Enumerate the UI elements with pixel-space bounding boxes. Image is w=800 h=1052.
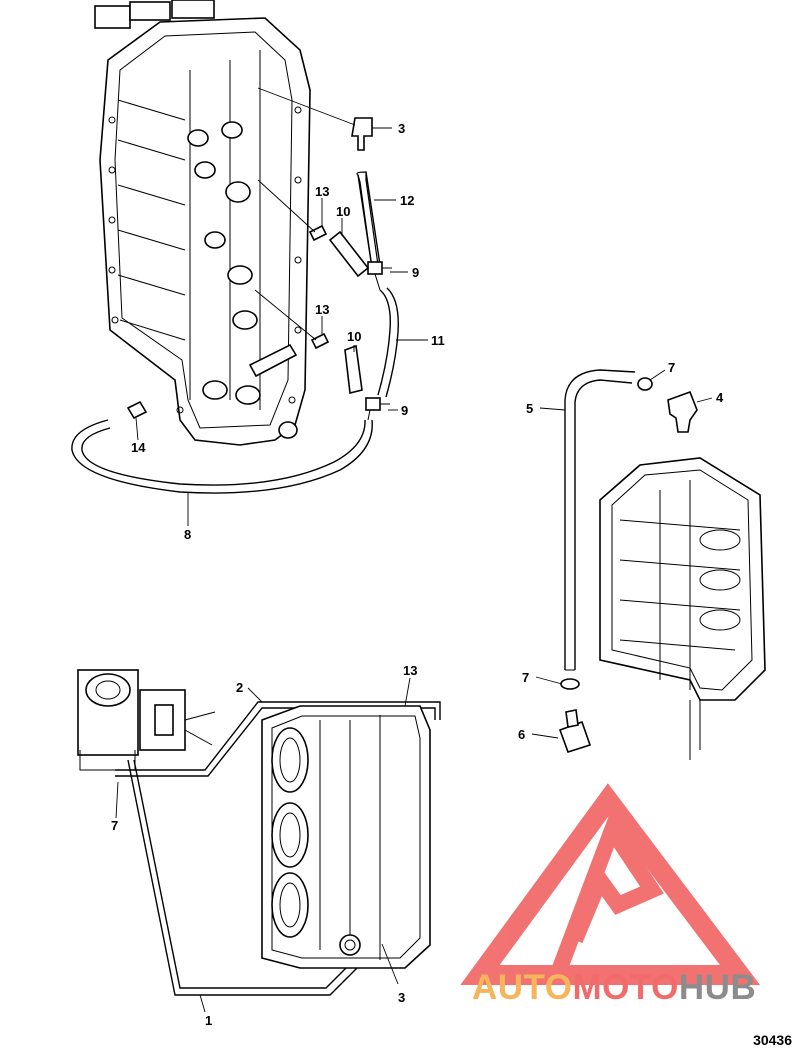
crankcase-right-icon (599, 457, 766, 760)
watermark-part-auto: AUTO (472, 968, 573, 1007)
fuel-pump-icon (77, 669, 216, 771)
line-2-icon (115, 701, 441, 777)
callout-3-bottom: 3 (398, 990, 405, 1005)
callout-13-c: 13 (403, 663, 417, 678)
callout-1: 1 (205, 1013, 212, 1028)
callout-7-left: 7 (111, 818, 118, 833)
callout-13-a: 13 (315, 184, 329, 199)
callout-10-b: 10 (347, 329, 361, 344)
watermark-part-moto: MOTO (572, 968, 679, 1007)
callout-2: 2 (236, 680, 243, 695)
callout-4: 4 (716, 390, 724, 405)
hose-clamp-icon (560, 678, 580, 690)
callout-6: 6 (518, 727, 525, 742)
callout-8: 8 (184, 527, 191, 542)
connector-fitting-icon (254, 179, 370, 394)
hose-5-icon (564, 369, 636, 671)
watermark-logo-icon (460, 783, 761, 985)
elbow-fitting-icon (667, 390, 698, 433)
leader-lines (115, 127, 713, 1013)
callout-9-b: 9 (401, 403, 408, 418)
elbow-fitting-icon (257, 87, 373, 151)
hose-12-icon (356, 171, 381, 269)
tee-fitting-icon (365, 261, 392, 421)
callout-9-a: 9 (412, 265, 419, 280)
hose-11-icon (377, 287, 399, 398)
nipple-fitting-icon (126, 400, 148, 420)
cylinder-block-icon (261, 705, 431, 969)
callout-11: 11 (431, 333, 445, 348)
elbow-fitting-icon (558, 709, 592, 753)
callout-7-top: 7 (668, 360, 675, 375)
callout-14: 14 (131, 440, 146, 455)
callout-5: 5 (526, 401, 533, 416)
watermark-part-hub: HUB (678, 968, 757, 1007)
callout-3-top: 3 (398, 121, 405, 136)
engine-block-top-icon (94, 0, 311, 446)
callout-12: 12 (400, 193, 414, 208)
figure-number: 30436 (753, 1032, 792, 1048)
callout-10-a: 10 (336, 204, 350, 219)
watermark-text: AUTOMOTOHUB (472, 968, 756, 1008)
callout-7-mid: 7 (522, 670, 529, 685)
hose-8-icon (71, 419, 373, 494)
callout-13-b: 13 (315, 302, 329, 317)
hose-clamp-icon (637, 377, 653, 391)
